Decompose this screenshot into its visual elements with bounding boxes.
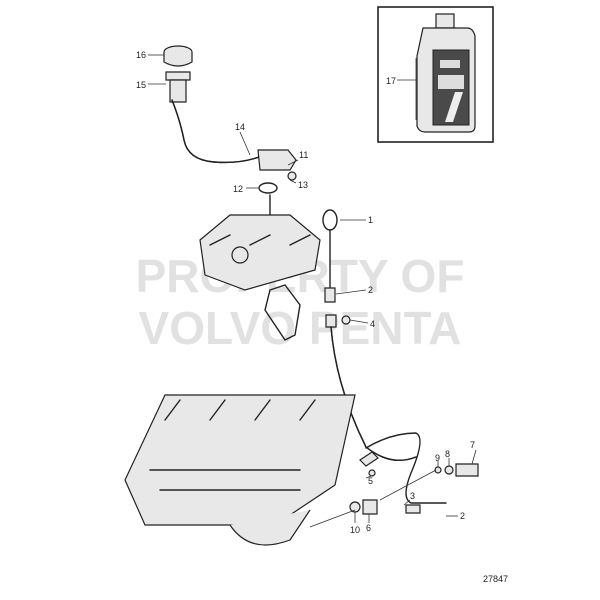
callout-2-dipstick: 2: [368, 285, 373, 295]
callout-10: 10: [350, 525, 360, 535]
diagram-id: 27847: [483, 574, 508, 584]
valve-cover: [199, 214, 321, 291]
callout-2-drain: 2: [460, 511, 465, 521]
oil-bottle-inset: [377, 6, 494, 143]
callout-3: 3: [410, 491, 415, 501]
callout-12: 12: [233, 184, 243, 194]
breather-valve: [257, 149, 297, 226]
callout-1: 1: [368, 215, 373, 225]
callout-13: 13: [298, 180, 308, 190]
dipstick-tube: [264, 209, 417, 461]
callout-6: 6: [366, 523, 371, 533]
callout-5: 5: [368, 476, 373, 486]
oil-filler-cap: [163, 45, 260, 164]
callout-8: 8: [445, 449, 450, 459]
callout-4: 4: [370, 319, 375, 329]
callout-17: 17: [386, 76, 396, 86]
callout-14: 14: [235, 122, 245, 132]
callout-9: 9: [435, 453, 440, 463]
callout-labels: 16 15 14 11 12 13 17 1 2 4 5 7 9 8 3 2 1…: [136, 50, 508, 584]
watermark-line-2: VOLVO PENTA: [139, 302, 462, 354]
callout-11: 11: [299, 150, 308, 160]
leader-lines: [148, 54, 477, 523]
callout-15: 15: [136, 80, 146, 90]
callout-7: 7: [470, 440, 475, 450]
drain-fittings: [309, 432, 479, 528]
oil-pan: [124, 394, 356, 546]
callout-16: 16: [136, 50, 146, 60]
